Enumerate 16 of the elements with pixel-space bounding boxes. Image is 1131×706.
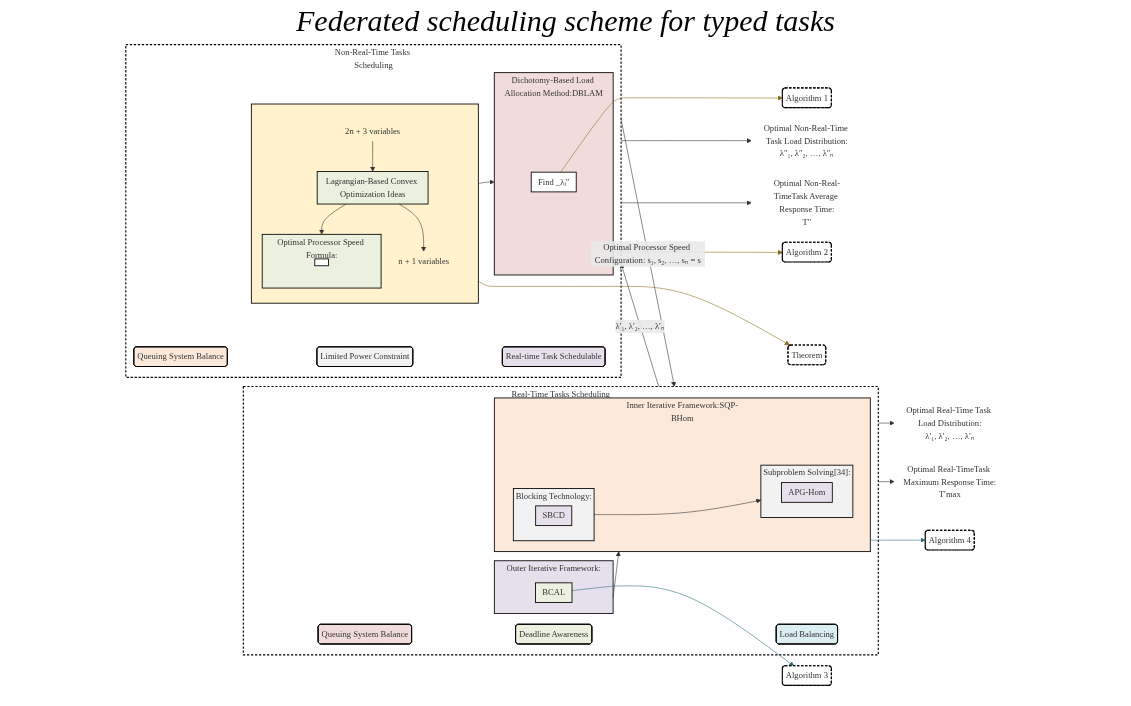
- node-box: BCAL: [535, 582, 573, 603]
- cluster: [250, 103, 479, 304]
- node-box: [314, 258, 329, 267]
- node-text: Optimal Non-Real-Time Task Load Distribution: λ″₁, λ″₂, …, λ″ₙ: [763, 123, 848, 158]
- edge-label: λ′₁, λ′₂, …, λ′ₙ: [615, 321, 665, 331]
- cluster: Optimal Processor Speed Formula:: [261, 233, 382, 289]
- node-text: 2n + 3 variables: [345, 126, 401, 136]
- node-text: Optimal Non-Real-TimeTask Average Response Time: T″: [773, 178, 841, 227]
- node-box: Find _λᵢ″: [530, 171, 577, 193]
- node-box: SBCD: [535, 505, 573, 527]
- diagram-title: Federated scheduling scheme for typed tasks: [295, 4, 836, 38]
- node-box: Lagrangian-Based Convex Optimization Ideas: [316, 171, 429, 205]
- node-text: n + 1 variables: [398, 256, 450, 266]
- node-text: Optimal Real-TimeTask Maximum Response Time: T′max: [903, 464, 997, 499]
- node-box: APG-Hom: [781, 482, 833, 503]
- node-text: Optimal Real-Time Task Load Distribution: λ′₁, λ′₂, …, λ′ₙ: [906, 405, 992, 441]
